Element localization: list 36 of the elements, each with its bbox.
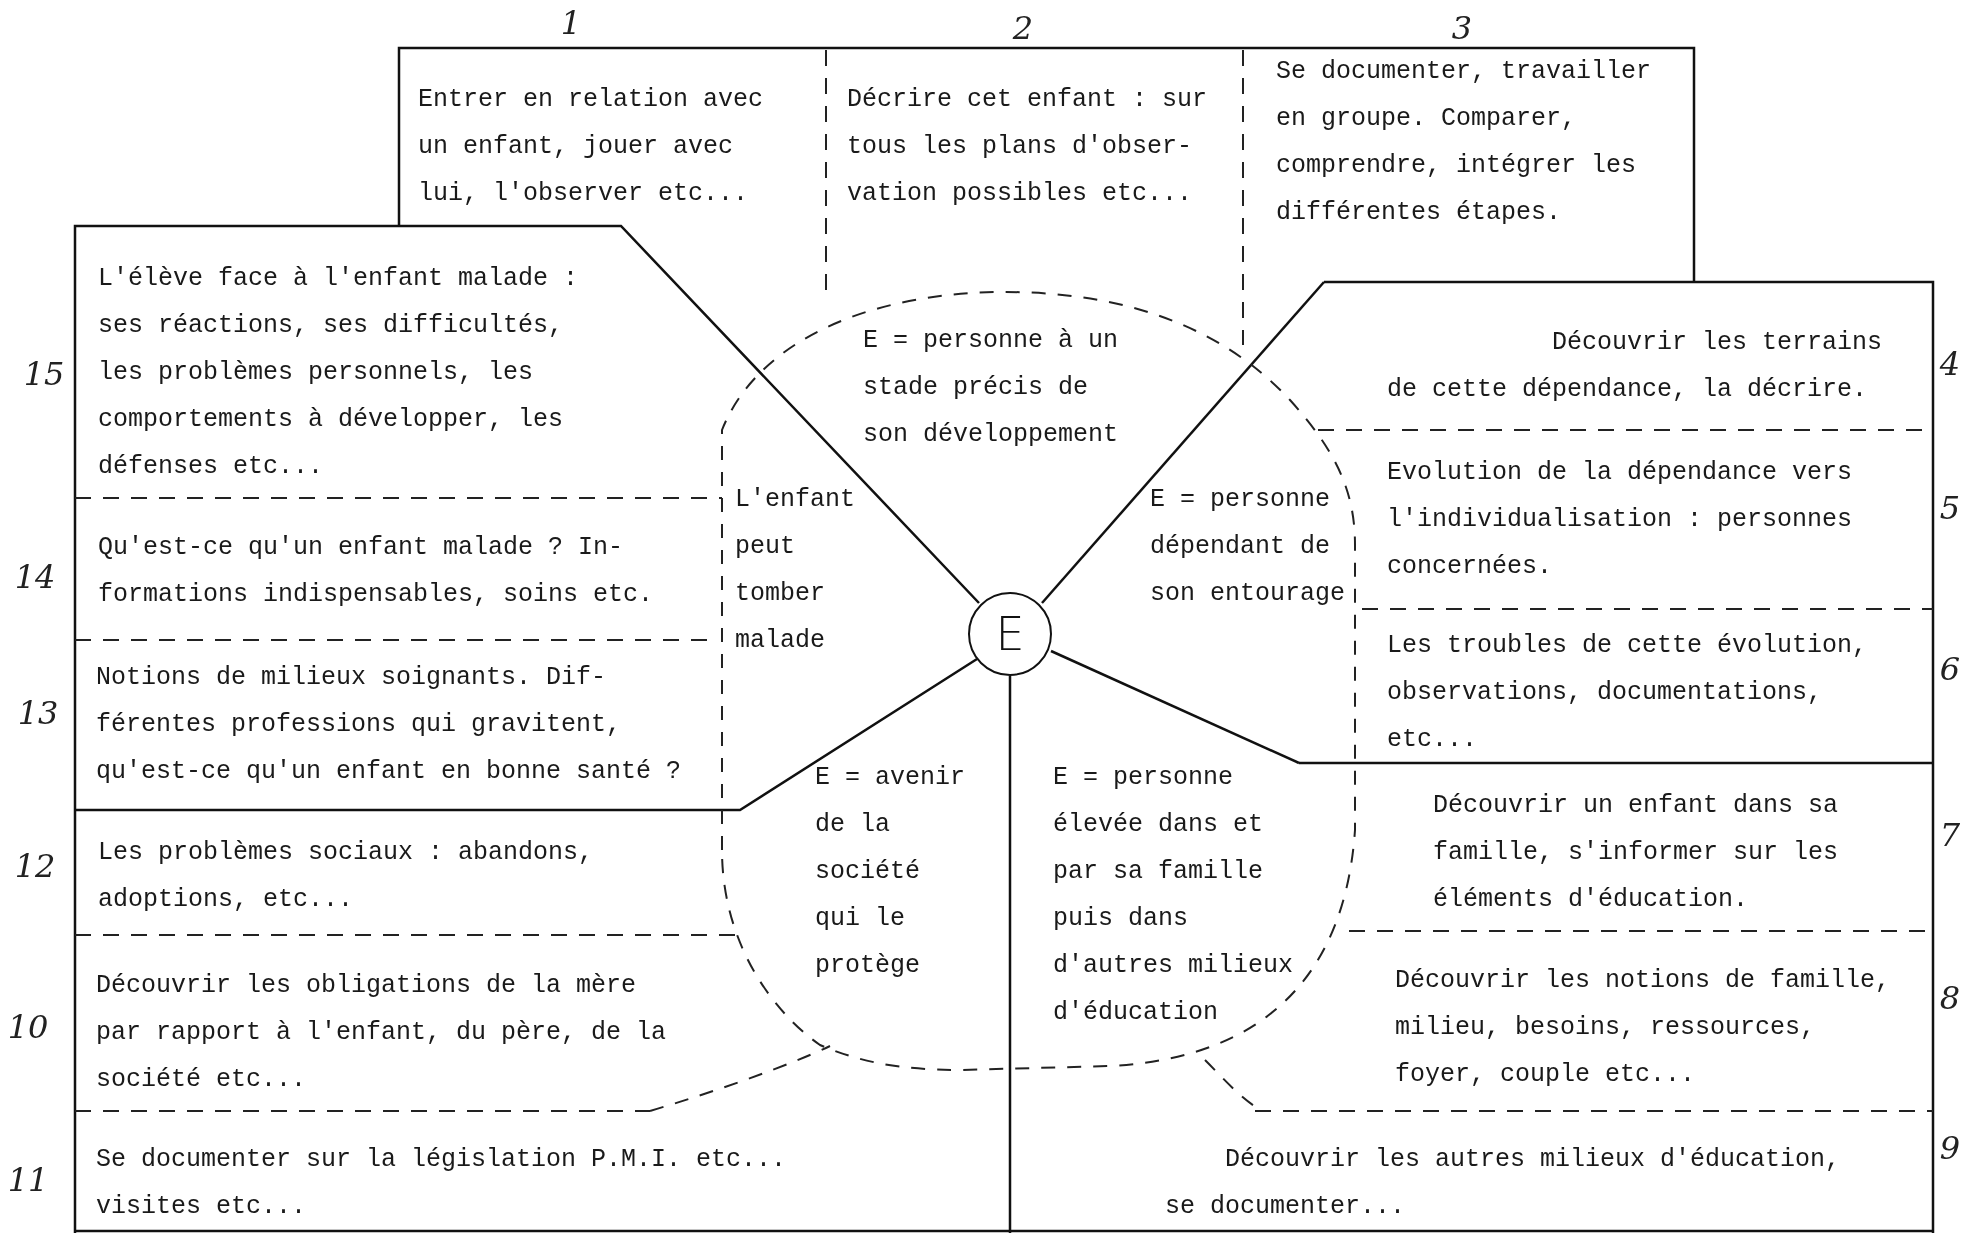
topic-text: E = personne élevée dans et par sa famille puis dans d'autres milieux d'éducation xyxy=(1053,754,1294,1036)
cell-number: 3 xyxy=(1451,10,1473,46)
topic-text: Découvrir les terrains de cette dépendance, la décrire. xyxy=(1387,319,1883,413)
cell-number: 4 xyxy=(1939,346,1961,382)
topic-text: Entrer en relation avec un enfant, jouer avec lui, l'observer etc... xyxy=(418,76,764,217)
cell-number: 2 xyxy=(1012,10,1034,46)
cell-number: 8 xyxy=(1939,980,1961,1016)
center-circle: E xyxy=(968,592,1052,676)
cell-number: 10 xyxy=(7,1009,49,1045)
cell-number: 11 xyxy=(7,1162,49,1198)
cell-number: 9 xyxy=(1939,1130,1961,1166)
topic-text: Découvrir les obligations de la mère par rapport à l'enfant, du père, de la société etc... xyxy=(96,962,667,1103)
topic-text: Découvrir les autres milieux d'éducation, se documenter... xyxy=(1165,1136,1906,1230)
topic-text: L'enfant peut tomber malade xyxy=(735,476,855,664)
cell-number: 12 xyxy=(14,848,56,884)
cell-number: 7 xyxy=(1939,817,1961,853)
topic-text: L'élève face à l'enfant malade : ses réactions, ses difficultés, les problèmes personnels, les comportements à développer, les défenses etc... xyxy=(98,255,594,490)
topic-text: Qu'est-ce qu'un enfant malade ? In- formations indispensables, soins etc. xyxy=(98,524,654,618)
topic-text: Notions de milieux soignants. Dif- férentes professions qui gravitent, qu'est-ce qu'un enfant en bonne santé ? xyxy=(96,654,682,795)
topic-text: E = personne à un stade précis de son développement xyxy=(863,317,1119,458)
cell-number: 14 xyxy=(14,559,56,595)
topic-text: Evolution de la dépendance vers l'individualisation : personnes concernées. xyxy=(1387,449,1868,590)
cell-number: 1 xyxy=(560,5,582,41)
cell-number: 15 xyxy=(23,356,65,392)
topic-text: E = personne dépendant de son entourage xyxy=(1150,476,1346,617)
topic-text: Se documenter, travailler en groupe. Comparer, comprendre, intégrer les différentes étapes. xyxy=(1276,48,1652,236)
topic-text: Découvrir les notions de famille, milieu, besoins, ressources, foyer, couple etc... xyxy=(1395,957,1906,1098)
cell-number: 13 xyxy=(17,695,59,731)
topic-text: Découvrir un enfant dans sa famille, s'informer sur les éléments d'éducation. xyxy=(1433,782,1854,923)
topic-text: Se documenter sur la législation P.M.I. etc... visites etc... xyxy=(96,1136,802,1230)
topic-text: Décrire cet enfant : sur tous les plans d'obser- vation possibles etc... xyxy=(847,76,1208,217)
topic-text: E = avenir de la société qui le protège xyxy=(815,754,965,989)
topic-text: Les troubles de cette évolution, observations, documentations, etc... xyxy=(1387,622,1883,763)
cell-number: 6 xyxy=(1939,651,1961,687)
topic-text: Les problèmes sociaux : abandons, adoptions, etc... xyxy=(98,829,609,923)
cell-number: 5 xyxy=(1939,490,1961,526)
